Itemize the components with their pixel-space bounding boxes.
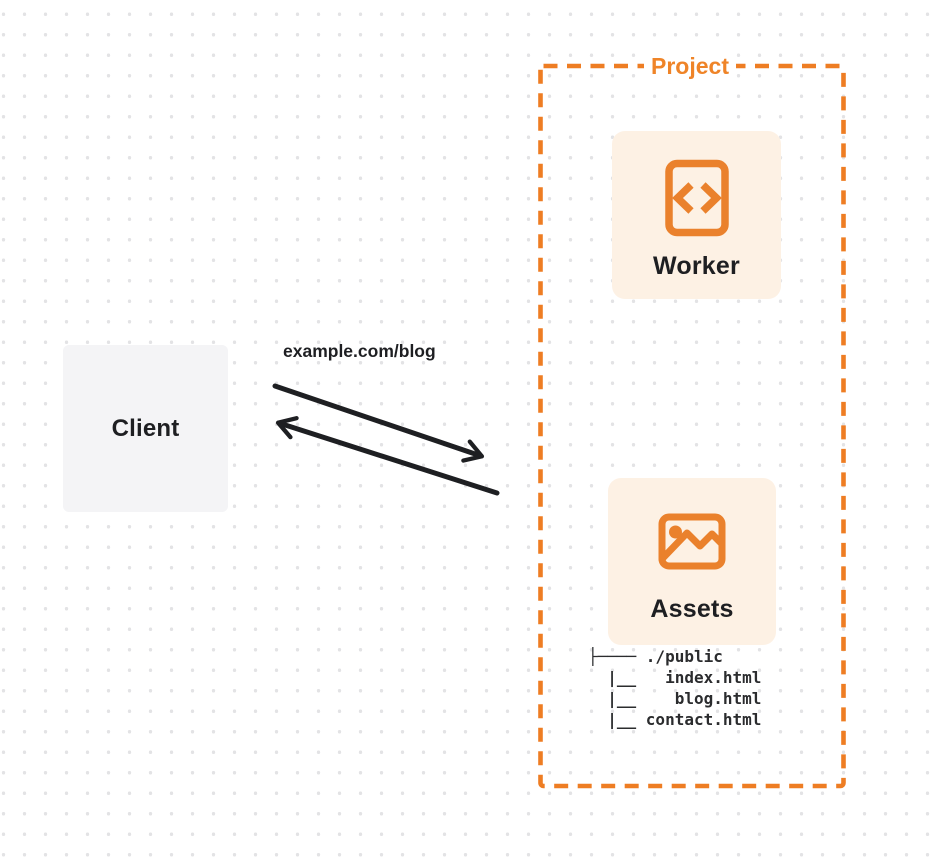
project-label: Project (644, 52, 736, 80)
code-document-icon (664, 159, 729, 237)
assets-file-tree: ├──── ./public |__ index.html |__ blog.h… (588, 647, 762, 729)
worker-label: Worker (653, 252, 740, 280)
assets-card: Assets (608, 478, 776, 645)
client-box: Client (63, 345, 228, 512)
worker-card: Worker (612, 131, 781, 299)
image-icon (658, 513, 726, 570)
request-response-arrows (272, 383, 500, 496)
response-arrow (275, 416, 500, 496)
request-url-label: example.com/blog (283, 341, 436, 361)
assets-label: Assets (650, 595, 734, 623)
client-label: Client (111, 414, 180, 442)
request-arrow (272, 383, 485, 463)
